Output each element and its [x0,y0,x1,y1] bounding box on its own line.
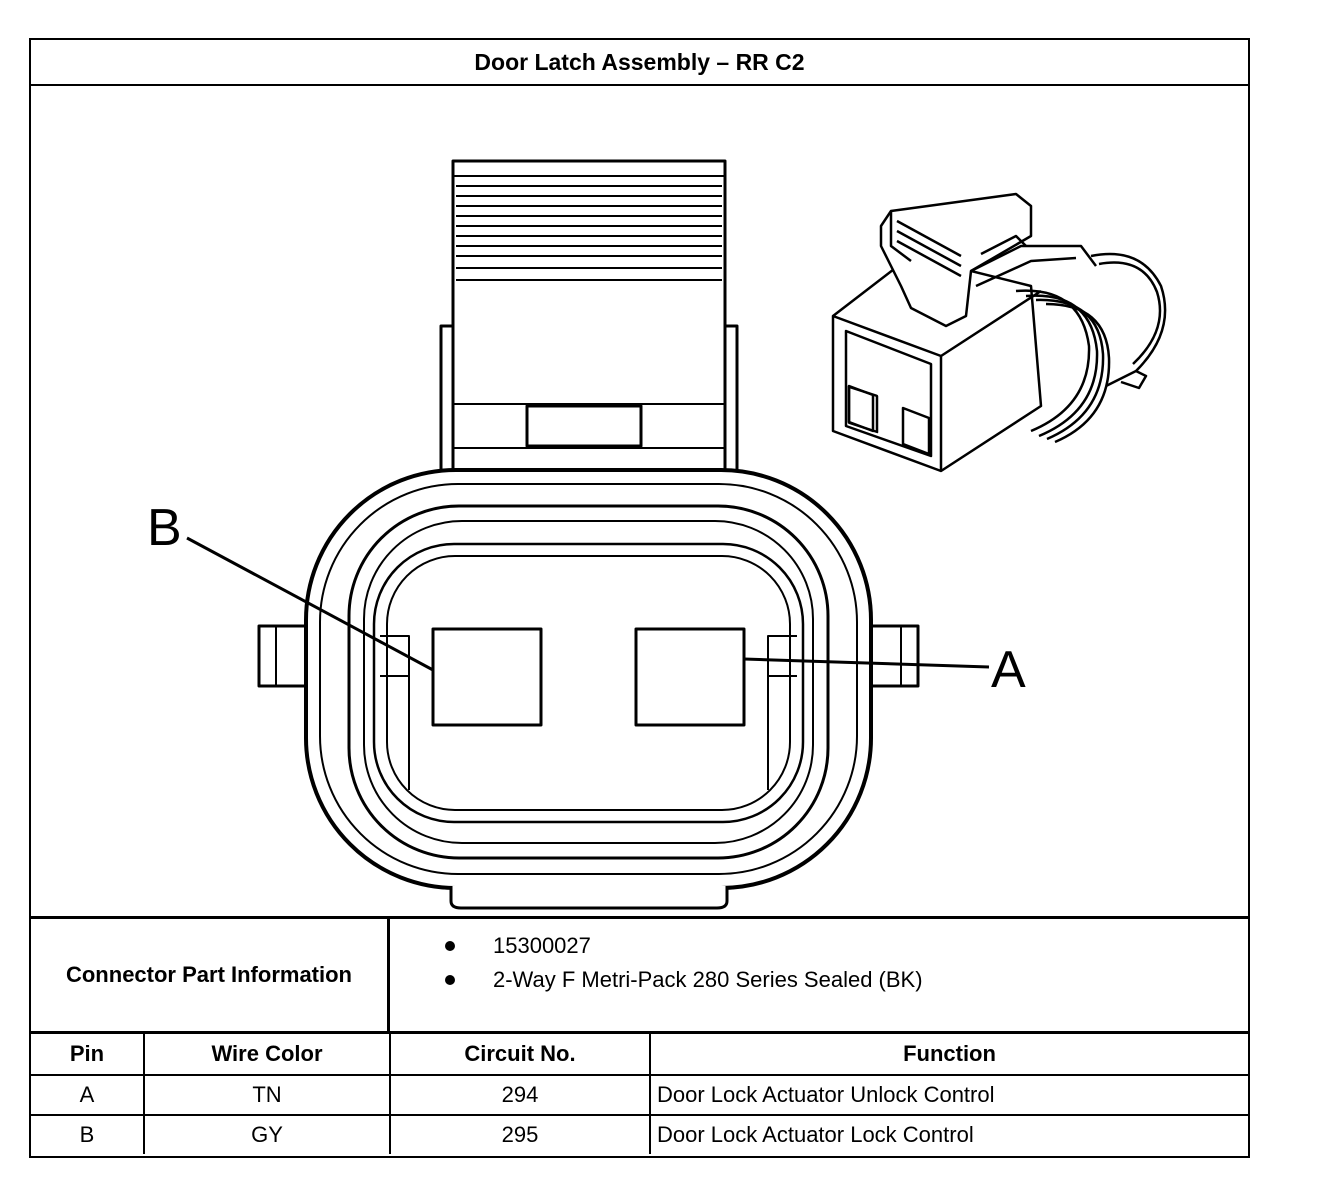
header-circuit-no: Circuit No. [389,1034,651,1076]
pin-cell: A [31,1074,145,1116]
list-item: 15300027 [445,931,591,961]
header-function: Function [649,1034,1248,1076]
connector-part-information: Connector Part Information 15300027 2-Wa… [31,916,1248,1034]
part-number: 15300027 [493,933,591,958]
circuit-no-cell: 295 [389,1114,651,1154]
page-title: Door Latch Assembly – RR C2 [31,40,1248,86]
list-item: 2-Way F Metri-Pack 280 Series Sealed (BK… [445,965,923,995]
connector-sheet: Door Latch Assembly – RR C2 [29,38,1250,1158]
connector-isometric-view-icon [831,192,1167,473]
connector-part-information-list: 15300027 2-Way F Metri-Pack 280 Series S… [393,919,1248,1031]
pin-a-callout: A [991,641,1026,699]
pin-cell: B [31,1114,145,1154]
header-wire-color: Wire Color [143,1034,391,1076]
header-pin: Pin [31,1034,145,1076]
table-header-row: Pin Wire Color Circuit No. Function [31,1034,1248,1076]
table-row: B GY 295 Door Lock Actuator Lock Control [31,1114,1248,1154]
connector-face-view-icon [186,159,990,910]
pin-table: Pin Wire Color Circuit No. Function A TN… [31,1034,1248,1154]
function-cell: Door Lock Actuator Lock Control [649,1114,1248,1154]
table-row: A TN 294 Door Lock Actuator Unlock Contr… [31,1074,1248,1116]
pin-b-callout: B [147,499,182,557]
connector-drawing-area: B A [31,86,1248,916]
bullet-icon [445,941,455,951]
function-cell: Door Lock Actuator Unlock Control [649,1074,1248,1116]
circuit-no-cell: 294 [389,1074,651,1116]
part-description: 2-Way F Metri-Pack 280 Series Sealed (BK… [493,967,923,992]
wire-color-cell: TN [143,1074,391,1116]
bullet-icon [445,975,455,985]
wire-color-cell: GY [143,1114,391,1154]
connector-part-information-label: Connector Part Information [31,919,390,1031]
